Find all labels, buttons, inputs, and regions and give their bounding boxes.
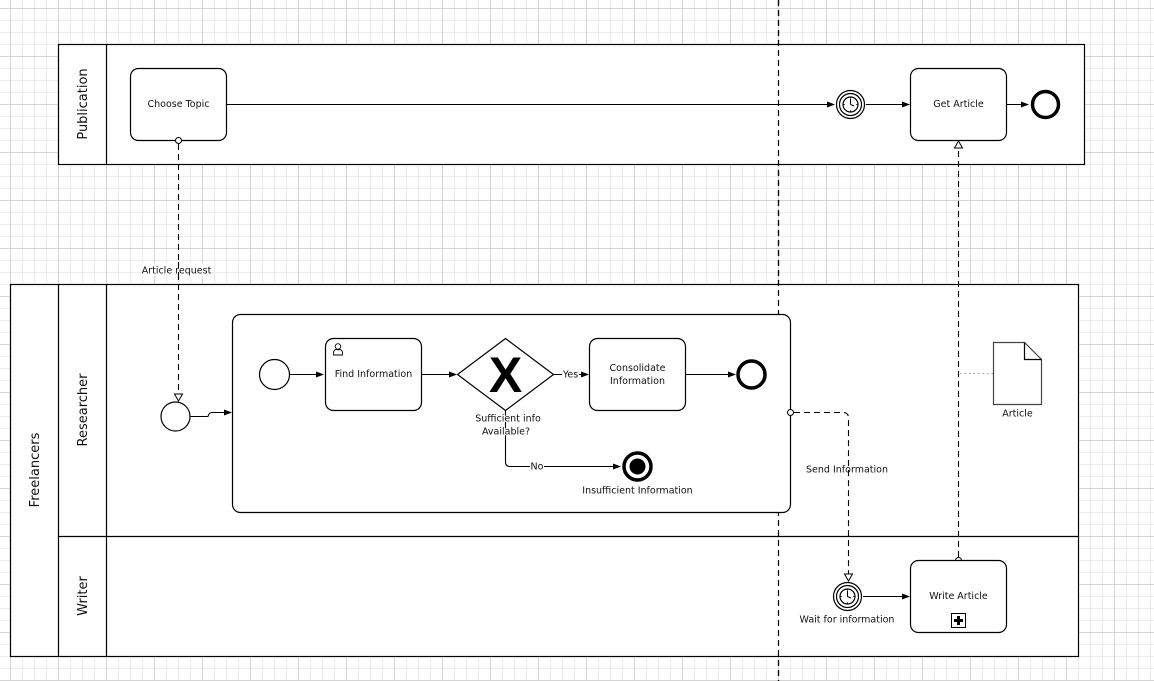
task-get-article[interactable]: Get Article (909, 67, 1008, 142)
task-write-article-label: Write Article (929, 591, 988, 602)
task-write-article[interactable]: Write Article (909, 559, 1008, 634)
task-find-information-label: Find Information (335, 369, 412, 380)
gateway-x-icon: X (489, 347, 522, 403)
send-information-label: Send Information (806, 465, 888, 476)
message-flow-send-information[interactable]: Send Information (787, 409, 888, 583)
task-consolidate-label-line1: Consolidate (610, 363, 666, 374)
flow-start-to-subprocess[interactable] (190, 409, 232, 418)
data-object-article-label: Article (1002, 409, 1033, 420)
pool-label-publication: Publication (76, 68, 91, 139)
subprocess-start-event[interactable] (258, 358, 291, 391)
message-flow-article-request[interactable]: Article request (142, 137, 212, 403)
end-event-publication[interactable] (1030, 89, 1061, 120)
clock-icon (842, 96, 859, 113)
clock-icon (839, 588, 856, 605)
gateway-label-line2: Available? (482, 427, 530, 438)
task-choose-topic-label: Choose Topic (148, 99, 210, 110)
exclusive-gateway[interactable]: X (456, 337, 555, 412)
plus-icon[interactable] (951, 613, 966, 628)
timer-event-publication[interactable] (835, 89, 866, 120)
task-find-information[interactable]: Find Information (324, 337, 423, 412)
task-consolidate-information[interactable]: Consolidate Information (588, 337, 687, 412)
end-event-insufficient-information[interactable] (622, 451, 653, 482)
user-icon (332, 343, 344, 356)
no-label: No (531, 462, 544, 473)
data-object-article[interactable] (992, 341, 1043, 406)
timer-event-wait-for-information[interactable] (832, 581, 863, 612)
start-event-researcher[interactable] (160, 401, 191, 432)
lane-label-writer: Writer (76, 576, 91, 616)
lane-label-researcher: Researcher (76, 373, 91, 447)
article-request-label: Article request (142, 266, 212, 277)
insufficient-information-label: Insufficient Information (582, 486, 692, 497)
gateway-label-line1: Sufficient info (475, 414, 541, 425)
wait-for-information-label: Wait for information (800, 615, 895, 626)
task-choose-topic[interactable]: Choose Topic (129, 67, 228, 142)
subprocess-end-event[interactable] (736, 359, 767, 390)
task-consolidate-label-line2: Information (610, 376, 665, 387)
yes-label: Yes (562, 370, 578, 381)
flow-gateway-no[interactable] (504, 410, 621, 470)
pool-label-freelancers: Freelancers (28, 432, 43, 507)
task-get-article-label: Get Article (933, 99, 984, 110)
